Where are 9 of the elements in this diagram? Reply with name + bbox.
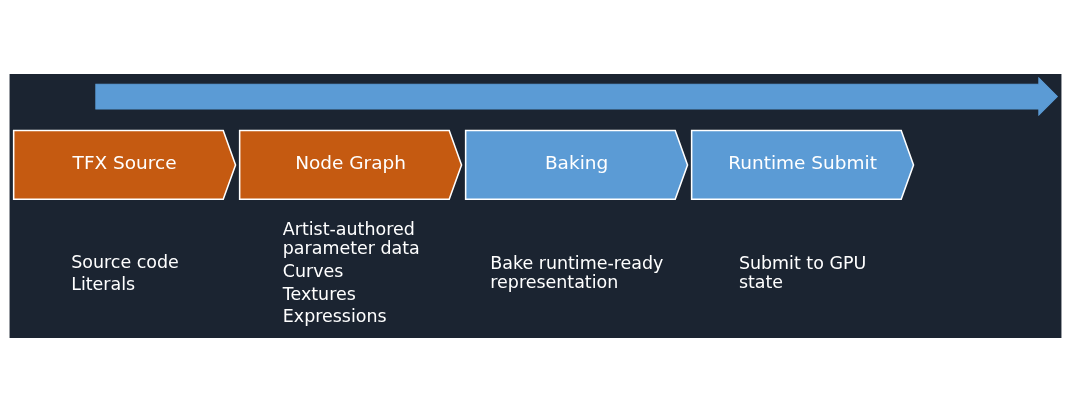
node-label: Literals [71, 274, 136, 295]
node-arrow [95, 76, 1059, 117]
node-label: Submit to GPU state [738, 252, 867, 293]
node-label: Expressions [282, 306, 387, 327]
node-label: Source code [71, 251, 179, 272]
node-label: Bake runtime-ready representation [490, 252, 664, 293]
node-label: Curves [282, 260, 344, 281]
node-label: Textures [282, 283, 356, 304]
node-label: Artist-authored parameter data [282, 218, 420, 259]
